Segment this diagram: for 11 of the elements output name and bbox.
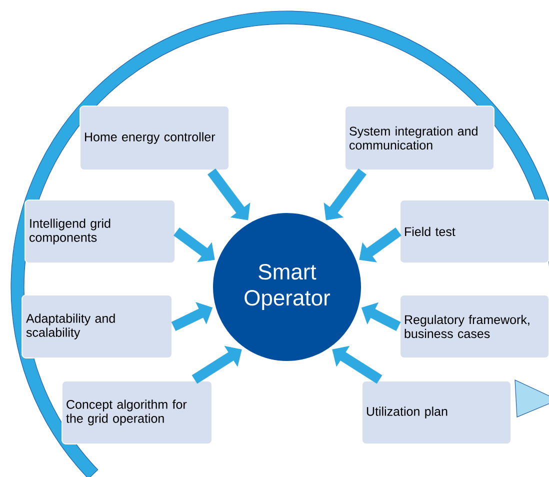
text-box: Field test [400, 200, 549, 264]
text-box: Regulatory framework, business cases [400, 294, 549, 358]
arrow [208, 168, 250, 220]
text-box: Utilization plan [362, 380, 512, 444]
text-box: Concept algorithm for the grid operation [62, 380, 212, 444]
arrow [192, 346, 242, 384]
text-box: Adaptability and scalability [22, 294, 172, 358]
text-box: System integration and communication [344, 106, 494, 170]
text-box: Intelligend grid components [24, 200, 176, 264]
arrow [359, 227, 402, 262]
text-box: Home energy controller [80, 106, 230, 170]
